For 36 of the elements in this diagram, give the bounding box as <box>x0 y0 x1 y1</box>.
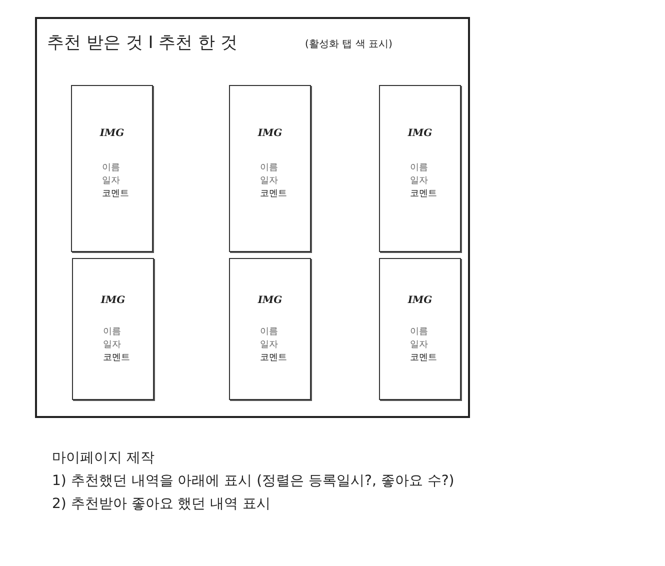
comment-text: 코멘트 <box>260 352 287 364</box>
note-heading: 마이페이지 제작 <box>52 449 154 467</box>
tab-title: 추천 받은 것 I 추천 한 것 <box>47 32 238 54</box>
name-text: 이름 <box>260 162 278 174</box>
date-text: 일자 <box>410 175 428 187</box>
card <box>379 85 461 252</box>
comment-text: 코멘트 <box>103 352 130 364</box>
date-text: 일자 <box>102 175 120 187</box>
comment-text: 코멘트 <box>410 352 437 364</box>
date-text: 일자 <box>260 175 278 187</box>
card <box>379 258 461 400</box>
comment-text: 코멘트 <box>260 188 287 200</box>
card <box>71 85 153 252</box>
note-text: 2) 추천받아 좋아요 했던 내역 표시 <box>52 495 271 513</box>
date-text: 일자 <box>410 339 428 351</box>
image-placeholder-label: IMG <box>406 128 434 139</box>
name-text: 이름 <box>260 326 278 338</box>
card <box>229 85 311 252</box>
note-text: 1) 추천했던 내역을 아래에 표시 (정렬은 등록일시?, 좋아요 수?) <box>52 472 454 490</box>
name-text: 이름 <box>410 326 428 338</box>
date-text: 일자 <box>103 339 121 351</box>
image-placeholder-label: IMG <box>256 128 284 139</box>
panel-frame <box>35 17 470 418</box>
comment-text: 코멘트 <box>102 188 129 200</box>
name-text: 이름 <box>103 326 121 338</box>
name-text: 이름 <box>410 162 428 174</box>
card <box>229 258 311 400</box>
image-placeholder-label: IMG <box>100 295 126 306</box>
image-placeholder-label: IMG <box>256 295 284 306</box>
image-placeholder-label: IMG <box>98 128 126 139</box>
image-placeholder-label: IMG <box>406 295 434 306</box>
date-text: 일자 <box>260 339 278 351</box>
name-text: 이름 <box>102 162 120 174</box>
comment-text: 코멘트 <box>410 188 437 200</box>
note-text: (활성화 탭 색 표시) <box>305 38 392 51</box>
card <box>72 258 154 400</box>
